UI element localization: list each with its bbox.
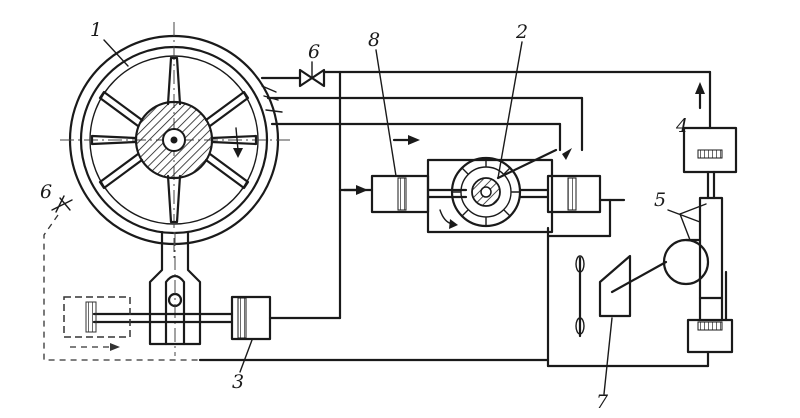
label-rotary-unit: 2: [515, 21, 528, 43]
label-rod-cam: 5: [654, 189, 666, 211]
label-valve-top: 6: [308, 41, 320, 63]
label-valve-left: 6: [40, 181, 52, 203]
piping: [43, 70, 728, 368]
rod-cam: [662, 196, 734, 354]
label-lower-cylinder: 3: [232, 371, 244, 393]
wheel: [60, 22, 292, 262]
lever-box: [575, 254, 668, 338]
rotary-unit: [426, 148, 572, 234]
cylinder-4: [682, 126, 738, 200]
connecting-rod: [148, 230, 202, 356]
part-labels: 1 2 3 4 5 6 6 7 8: [40, 19, 701, 413]
valve-left: [51, 195, 73, 213]
wheel-spokes: [90, 56, 258, 224]
right-cylinder-group: [518, 174, 602, 214]
bottom-shaft: [63, 296, 234, 351]
label-lever-box: 7: [596, 391, 609, 413]
valve-top: [298, 61, 326, 88]
left-cylinder: [370, 174, 468, 214]
flow-arrows: [342, 82, 705, 195]
label-wheel: 1: [90, 19, 102, 41]
lower-cylinder: [230, 295, 272, 341]
label-left-cylinder: 8: [368, 29, 380, 51]
label-right-cylinder: 4: [675, 115, 688, 137]
